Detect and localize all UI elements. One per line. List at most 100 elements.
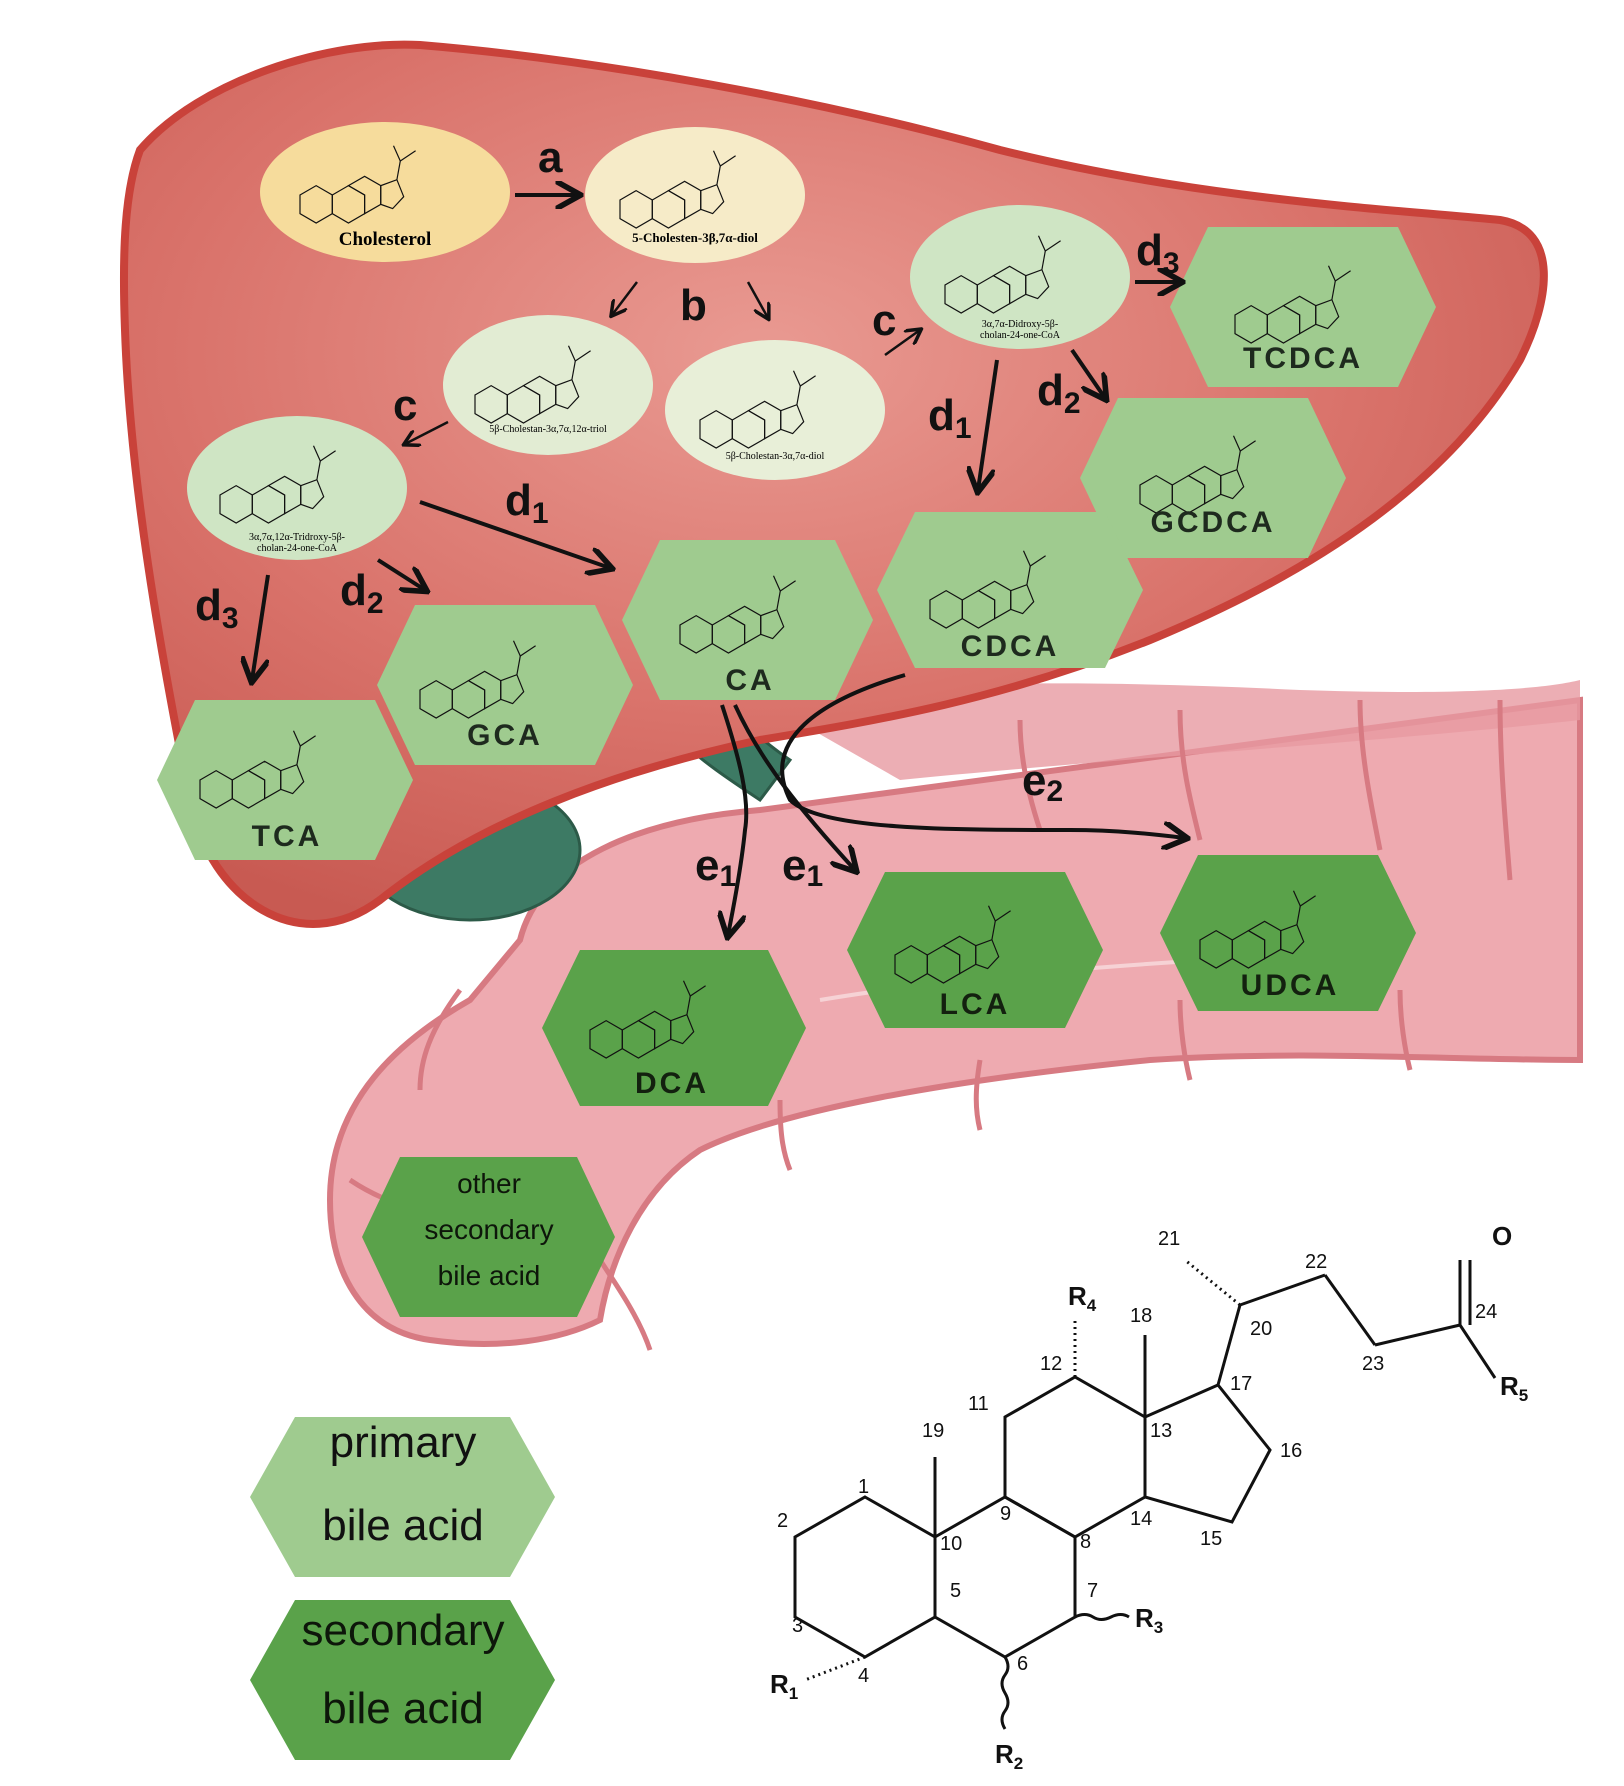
num-23: 23 bbox=[1362, 1353, 1384, 1375]
cholesterol-label: Cholesterol bbox=[339, 229, 432, 250]
cdca-label: CDCA bbox=[961, 630, 1060, 663]
oxygen-label: O bbox=[1492, 1221, 1512, 1251]
diol-node: 5β-Cholestan-3α,7α-diol bbox=[665, 340, 885, 480]
arrow-e1-dca bbox=[722, 704, 749, 935]
num-8: 8 bbox=[1080, 1531, 1091, 1553]
other-label-3: bile acid bbox=[438, 1260, 541, 1291]
lca-label: LCA bbox=[940, 988, 1011, 1021]
step-e2: e2 bbox=[1022, 756, 1063, 808]
hex-other-secondary: other secondary bile acid bbox=[362, 1157, 615, 1317]
num-7: 7 bbox=[1087, 1580, 1098, 1602]
num-3: 3 bbox=[792, 1615, 803, 1637]
num-15: 15 bbox=[1200, 1528, 1222, 1550]
step-e1-dca: e1 bbox=[695, 841, 736, 893]
arrow-d2-right bbox=[1070, 348, 1105, 398]
pathway-arrows bbox=[252, 195, 1185, 935]
skeleton-labels: O R4 R5 R1 R2 R3 1 2 3 4 5 6 7 8 9 10 11… bbox=[770, 1221, 1528, 1773]
tri-coa-label-1: 3α,7α,12α-Tridroxy-5β- bbox=[249, 532, 345, 543]
num-14: 14 bbox=[1130, 1508, 1152, 1530]
di-coa-label-1: 3α,7α-Didroxy-5β- bbox=[982, 319, 1058, 330]
arrow-e2-udca bbox=[780, 673, 1185, 838]
hex-dca: DCA bbox=[542, 950, 806, 1106]
legend-primary-2: bile acid bbox=[322, 1501, 483, 1550]
step-c-left: c bbox=[393, 381, 417, 430]
num-4: 4 bbox=[858, 1665, 869, 1687]
legend-secondary-2: bile acid bbox=[322, 1684, 483, 1733]
cholesterol-node: Cholesterol bbox=[260, 122, 510, 262]
tri-coa-node: 3α,7α,12α-Tridroxy-5β- cholan-24-one-CoA bbox=[187, 416, 407, 560]
num-21: 21 bbox=[1158, 1228, 1180, 1250]
r3-label: R3 bbox=[1135, 1603, 1163, 1637]
hex-cdca: CDCA bbox=[877, 512, 1143, 668]
num-10: 10 bbox=[940, 1533, 962, 1555]
tca-label: TCA bbox=[252, 820, 323, 853]
num-22: 22 bbox=[1305, 1251, 1327, 1273]
step-c-right: c bbox=[872, 296, 896, 345]
legend-secondary: secondary bile acid bbox=[250, 1600, 555, 1760]
hex-gcdca: GCDCA bbox=[1080, 398, 1346, 558]
num-13: 13 bbox=[1150, 1420, 1172, 1442]
arrow-d1-left bbox=[419, 500, 610, 568]
r1-label: R1 bbox=[770, 1669, 798, 1703]
num-20: 20 bbox=[1250, 1318, 1272, 1340]
tcdca-label: TCDCA bbox=[1243, 342, 1363, 375]
num-5: 5 bbox=[950, 1580, 961, 1602]
dca-label: DCA bbox=[635, 1067, 709, 1100]
r5-label: R5 bbox=[1500, 1371, 1528, 1405]
arrow-b-left bbox=[612, 281, 638, 315]
legend-primary: primary bile acid bbox=[250, 1417, 555, 1577]
step-e1-lca: e1 bbox=[782, 841, 823, 893]
cholestenediol-label: 5-Cholesten-3β,7α-diol bbox=[632, 230, 758, 245]
diol-label: 5β-Cholestan-3α,7α-diol bbox=[726, 451, 825, 462]
hex-gca: GCA bbox=[377, 605, 633, 765]
arrow-d2-left bbox=[376, 558, 425, 590]
other-label-1: other bbox=[457, 1168, 521, 1199]
num-19: 19 bbox=[922, 1420, 944, 1442]
legend-secondary-1: secondary bbox=[301, 1606, 504, 1655]
tri-coa-label-2: cholan-24-one-CoA bbox=[257, 543, 338, 554]
step-a: a bbox=[538, 133, 563, 182]
triol-label: 5β-Cholestan-3α,7α,12α-triol bbox=[489, 424, 607, 435]
legend: primary bile acid secondary bile acid bbox=[250, 1417, 555, 1760]
r4-label: R4 bbox=[1068, 1281, 1097, 1315]
other-label-2: secondary bbox=[424, 1214, 553, 1245]
udca-label: UDCA bbox=[1241, 969, 1340, 1002]
step-d1-left: d1 bbox=[505, 476, 549, 530]
num-24: 24 bbox=[1475, 1301, 1497, 1323]
num-17: 17 bbox=[1230, 1373, 1252, 1395]
num-1: 1 bbox=[858, 1476, 869, 1498]
arrow-d1-right bbox=[978, 359, 999, 490]
step-d1-right: d1 bbox=[928, 391, 972, 445]
num-9: 9 bbox=[1000, 1503, 1011, 1525]
step-labels: a b c c d3 d2 d1 d1 d2 d3 e1 e1 e2 bbox=[195, 133, 1180, 893]
di-coa-node: 3α,7α-Didroxy-5β- cholan-24-one-CoA bbox=[910, 205, 1130, 349]
arrow-d3-left bbox=[252, 574, 270, 680]
r2-label: R2 bbox=[995, 1739, 1023, 1773]
cholestenediol-node: 5-Cholesten-3β,7α-diol bbox=[585, 127, 805, 263]
gca-label: GCA bbox=[467, 719, 543, 752]
arrow-c-left bbox=[405, 420, 449, 444]
hex-lca: LCA bbox=[847, 872, 1103, 1028]
hex-ca: CA bbox=[622, 540, 873, 700]
num-6: 6 bbox=[1017, 1653, 1028, 1675]
triol-node: 5β-Cholestan-3α,7α,12α-triol bbox=[443, 315, 653, 455]
step-d2-right: d2 bbox=[1037, 366, 1081, 420]
hex-udca: UDCA bbox=[1160, 855, 1416, 1011]
step-d2-left: d2 bbox=[340, 566, 384, 620]
steroid-skeleton bbox=[793, 1258, 1497, 1730]
arrow-b-right bbox=[746, 281, 768, 318]
num-2: 2 bbox=[777, 1510, 788, 1532]
ca-label: CA bbox=[725, 664, 774, 697]
num-18: 18 bbox=[1130, 1305, 1152, 1327]
legend-primary-1: primary bbox=[330, 1418, 477, 1467]
hex-tcdca: TCDCA bbox=[1170, 227, 1436, 387]
step-d3-right: d3 bbox=[1136, 226, 1180, 280]
num-12: 12 bbox=[1040, 1353, 1062, 1375]
step-d3-left: d3 bbox=[195, 581, 239, 635]
num-11: 11 bbox=[968, 1393, 989, 1415]
hex-tca: TCA bbox=[157, 700, 413, 860]
di-coa-label-2: cholan-24-one-CoA bbox=[980, 330, 1061, 341]
gcdca-label: GCDCA bbox=[1151, 506, 1276, 539]
step-b: b bbox=[680, 281, 707, 330]
